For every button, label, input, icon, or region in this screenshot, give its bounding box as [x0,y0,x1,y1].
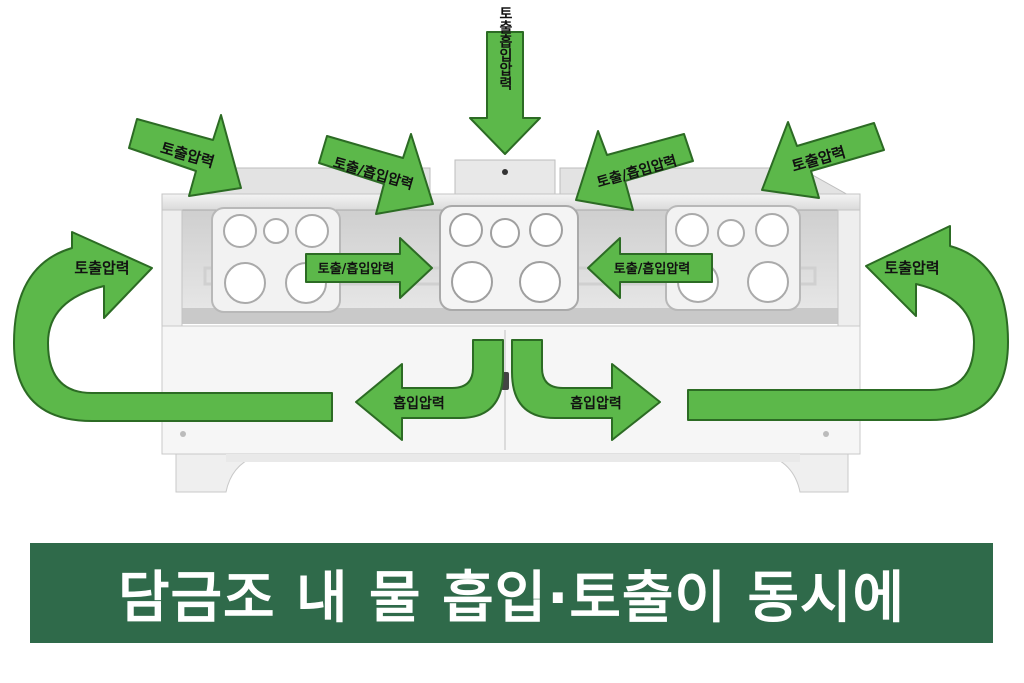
label-bottom-left: 흡입압력 [393,395,445,412]
arrow-upper-left-inner [318,133,434,215]
cabinet-screw-left [180,431,186,437]
label-bottom-right: 흡입압력 [570,395,622,412]
label-mid-right: 토출/흡입압력 [614,261,691,277]
arrow-mid-left [305,237,433,299]
arrow-upper-left-outer [128,114,242,197]
label-left-curve: 토출압력 [74,259,129,277]
arrow-top-down [469,31,541,155]
arrow-mid-right [587,237,713,299]
cabinet-base [226,454,800,462]
arrow-left-curve [13,231,333,422]
nozzle-plate-right [665,205,801,311]
arrow-upper-right-outer [761,121,885,199]
arrow-right-curve [687,225,1009,421]
tank-side-right [837,209,861,329]
caption-text: 담금조 내 물 흡입·토출이 동시에 [117,565,906,631]
label-top-vertical: 토출흡입압력 [497,6,513,91]
arrow-bottom-left [355,339,504,441]
caption-banner: 담금조 내 물 흡입·토출이 동시에 [30,543,993,643]
arrow-upper-right-inner [575,130,694,211]
tank-side-left [161,209,183,329]
tank-lid-center [454,159,556,197]
arrow-bottom-right [511,339,661,441]
cabinet-screw-right [823,431,829,437]
nozzle-plate-center [439,205,579,311]
tank-basin-floor [180,308,840,324]
label-right-curve: 토출압력 [884,259,939,277]
tank-sensor [502,169,508,175]
label-mid-left: 토출/흡입압력 [318,261,395,277]
